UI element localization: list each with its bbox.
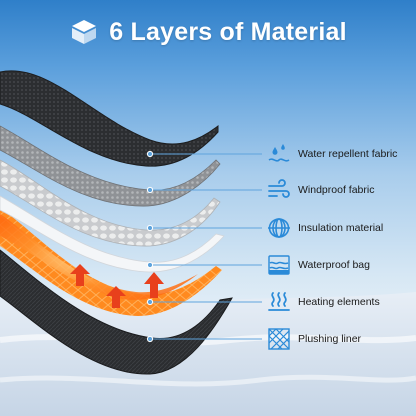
heat-arrow: [70, 264, 90, 286]
layer-waterproof-bag: [0, 195, 225, 273]
layer-label-text: Water repellent fabric: [298, 148, 398, 160]
heat-arrow: [106, 286, 126, 308]
layers-box-icon: [72, 20, 97, 44]
wind-icon: [268, 179, 290, 198]
layer-label-text: Insulation material: [298, 222, 384, 234]
layer-label-plushing-liner: Plushing liner: [266, 326, 361, 352]
page-title: 6 Layers of Material: [109, 17, 347, 46]
heat-arrow: [144, 272, 164, 298]
layer-label-text: Windproof fabric: [298, 184, 375, 196]
heat-waves-icon: [268, 292, 290, 311]
layer-label-insulation: Insulation material: [266, 215, 383, 241]
leader-dots: [146, 150, 154, 343]
header: 6 Layers of Material: [0, 14, 416, 50]
layer-insulation: [0, 159, 221, 247]
layer-plushing-liner: [0, 249, 233, 375]
layer-water-repellent: [0, 70, 219, 167]
layer-label-water-repellent: Water repellent fabric: [266, 141, 397, 167]
layer-label-text: Plushing liner: [298, 333, 362, 345]
layer-label-windproof: Windproof fabric: [266, 177, 374, 203]
layer-label-text: Waterproof bag: [298, 259, 370, 271]
fabric-texture-icon: [268, 328, 290, 350]
layer-windproof: [0, 125, 221, 207]
layer-label-text: Heating elements: [298, 296, 380, 308]
layer-label-waterproof-bag: Waterproof bag: [266, 252, 370, 278]
leader-lines: [150, 153, 262, 340]
layer-label-heating-elements: Heating elements: [266, 289, 380, 315]
insulation-coil-icon: [268, 218, 290, 238]
water-drops-icon: [268, 144, 290, 162]
heat-arrows: [70, 264, 164, 308]
waves-icon: [268, 255, 290, 275]
